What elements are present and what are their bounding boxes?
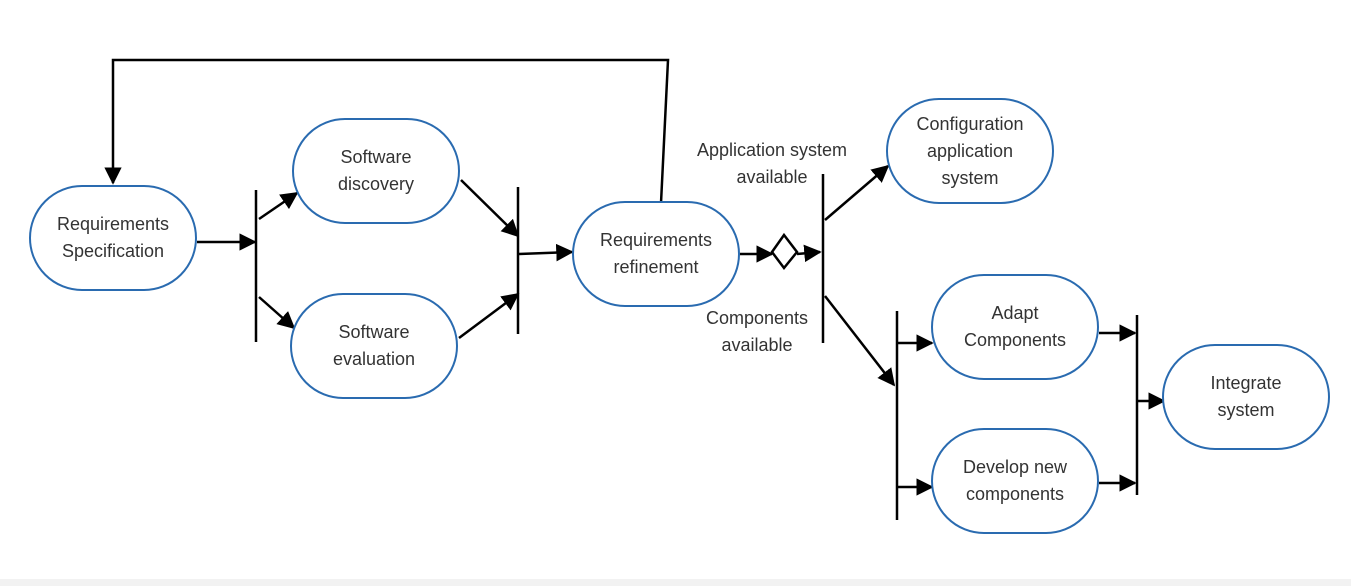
connector-evaluation-to-join — [458, 292, 520, 340]
develop-new-components-node: Develop new components — [931, 428, 1099, 534]
feedback-loop-connector — [104, 58, 670, 204]
software-discovery-node: Software discovery — [292, 118, 460, 224]
requirements-specification-node: Requirements Specification — [29, 185, 197, 291]
connector-fork-to-evaluation — [258, 296, 296, 330]
guard-application-system-available: Application system available — [696, 140, 848, 187]
connector-join-to-refinement — [518, 243, 574, 262]
software-evaluation-node: Software evaluation — [290, 293, 458, 399]
connector-discovery-to-join — [460, 179, 520, 238]
requirements-refinement-node: Requirements refinement — [572, 201, 740, 307]
guard-components-available: Components available — [705, 308, 809, 355]
connector-fork-to-discovery — [258, 191, 299, 221]
adapt-components-node: Adapt Components — [931, 274, 1099, 380]
connector-to-configuration — [824, 164, 890, 221]
configuration-application-system-node: Configuration application system — [886, 98, 1054, 204]
integrate-system-node: Integrate system — [1162, 344, 1330, 450]
decision-diamond — [770, 232, 799, 271]
bottom-edge-strip — [0, 579, 1351, 586]
connector-to-fork-3 — [824, 295, 896, 387]
connector-decision-to-fork — [796, 244, 822, 263]
